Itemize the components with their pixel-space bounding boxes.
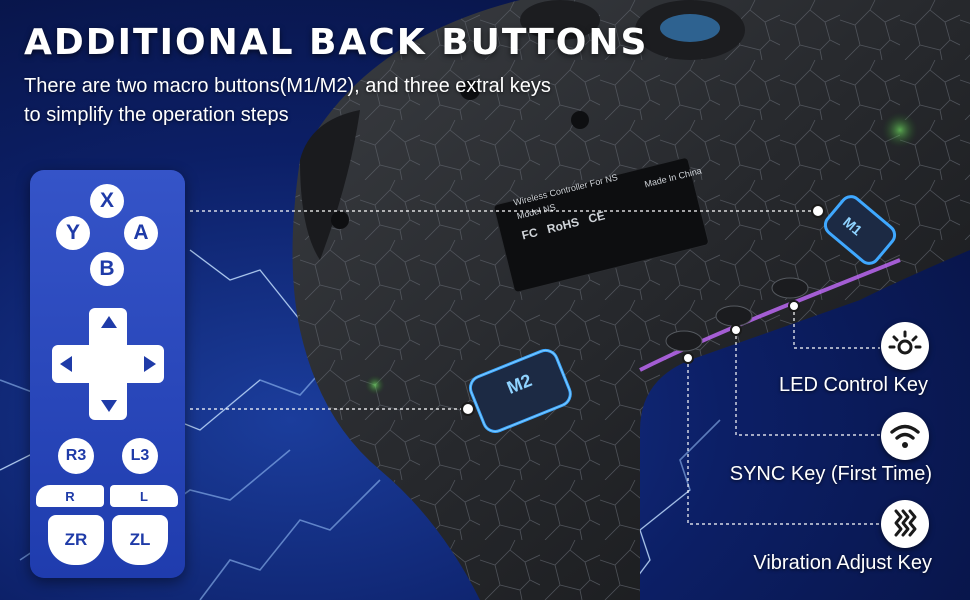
face-button-x: X (90, 184, 124, 218)
l3-button: L3 (122, 438, 158, 474)
sticker-fc: FC (520, 225, 540, 243)
r3-button: R3 (58, 438, 94, 474)
face-button-a: A (124, 216, 158, 250)
wifi-icon (881, 412, 929, 460)
l-bumper: L (110, 485, 178, 507)
sticker-ce: CE (586, 208, 607, 226)
dpad-left-arrow-icon (60, 356, 72, 372)
vibration-adjust-key-label: Vibration Adjust Key (753, 552, 932, 574)
r-bumper: R (36, 485, 104, 507)
button-layout-panel: X Y A B R3 L3 R L ZR ZL (30, 170, 185, 578)
face-button-y: Y (56, 216, 90, 250)
vibration-icon (881, 500, 929, 548)
subhead: There are two macro buttons(M1/M2), and … (24, 75, 551, 126)
zr-trigger: ZR (48, 515, 104, 565)
dpad-up-arrow-icon (101, 316, 117, 328)
dpad (52, 308, 164, 420)
sticker-rohs: RoHS (545, 214, 581, 237)
dpad-down-arrow-icon (101, 400, 117, 412)
face-button-b: B (90, 252, 124, 286)
dpad-right-arrow-icon (144, 356, 156, 372)
headline: ADDITIONAL BACK BUTTONS (24, 22, 649, 63)
sync-key-label: SYNC Key (First Time) (729, 463, 932, 485)
sun-icon (881, 322, 929, 370)
led-control-key-label: LED Control Key (779, 374, 928, 396)
zl-trigger: ZL (112, 515, 168, 565)
